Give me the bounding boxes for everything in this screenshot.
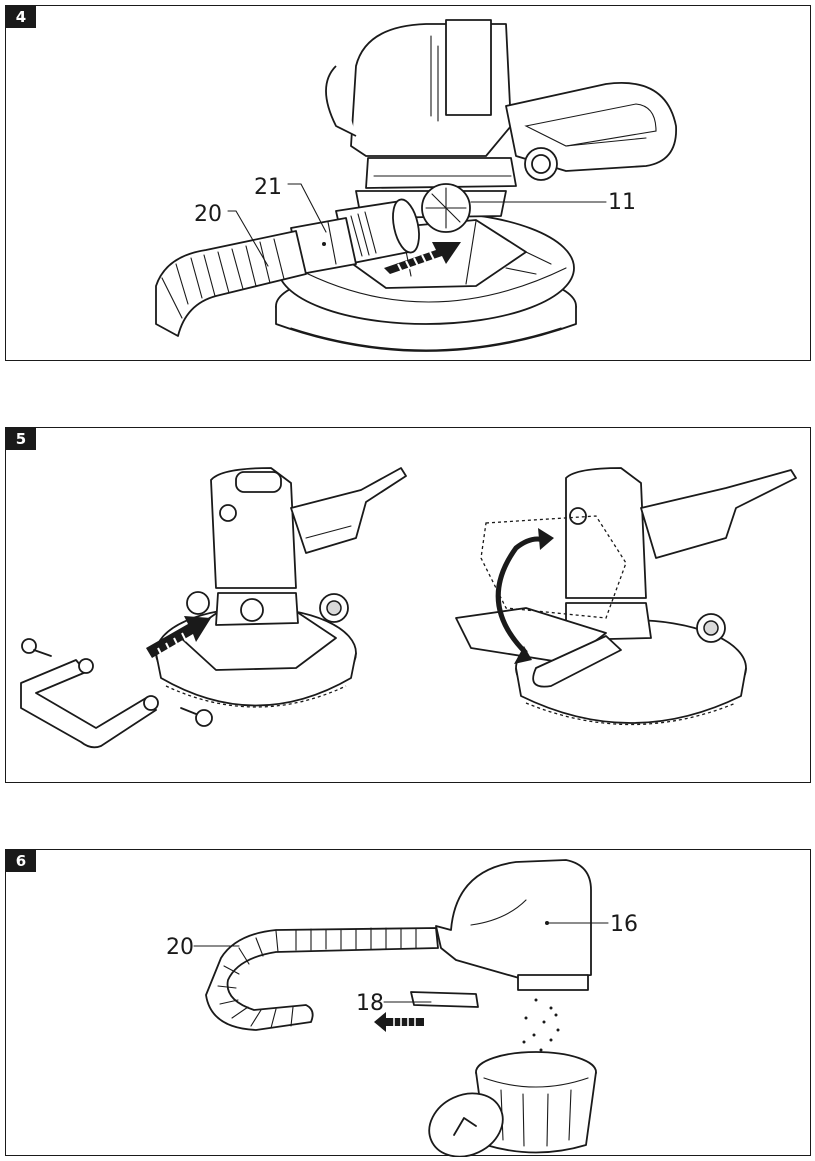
callout-11: 11 (608, 190, 636, 215)
callout-20: 20 (194, 202, 222, 227)
callout-20: 20 (166, 935, 194, 960)
callout-21: 21 (254, 175, 282, 200)
figure-number: 4 (6, 6, 36, 28)
figure-5-illustration (20, 467, 797, 749)
figure-4-panel: 4 (5, 5, 811, 361)
callout-18: 18 (356, 991, 384, 1016)
hose-icon (155, 230, 307, 337)
callout-16: 16 (610, 912, 638, 937)
arrow-push-icon (384, 242, 461, 274)
figure-6-illustration: 20 16 18 (166, 859, 638, 1157)
sander-right (455, 467, 797, 726)
arrow-push-icon (146, 616, 211, 658)
filter-cover (410, 991, 479, 1008)
figure-6-panel: 6 (5, 849, 811, 1157)
arrow-push-icon (374, 1012, 424, 1032)
dust-bag-icon (435, 859, 592, 991)
hose-adapter (290, 198, 420, 275)
hose-icon (205, 927, 439, 1031)
figure-5-panel: 5 (5, 427, 811, 783)
sander-left (155, 467, 407, 708)
sander-handle (505, 82, 677, 181)
auxiliary-handle (20, 638, 213, 749)
dust-particles (522, 998, 560, 1052)
sander-motor-housing (325, 19, 517, 219)
bin-icon (428, 1051, 597, 1157)
figure-4-illustration: 20 21 11 (155, 19, 677, 352)
dust-port-connector (421, 183, 471, 233)
figure-number: 5 (6, 428, 36, 450)
figure-number: 6 (6, 850, 36, 872)
rotate-arrow-icon (495, 528, 554, 664)
